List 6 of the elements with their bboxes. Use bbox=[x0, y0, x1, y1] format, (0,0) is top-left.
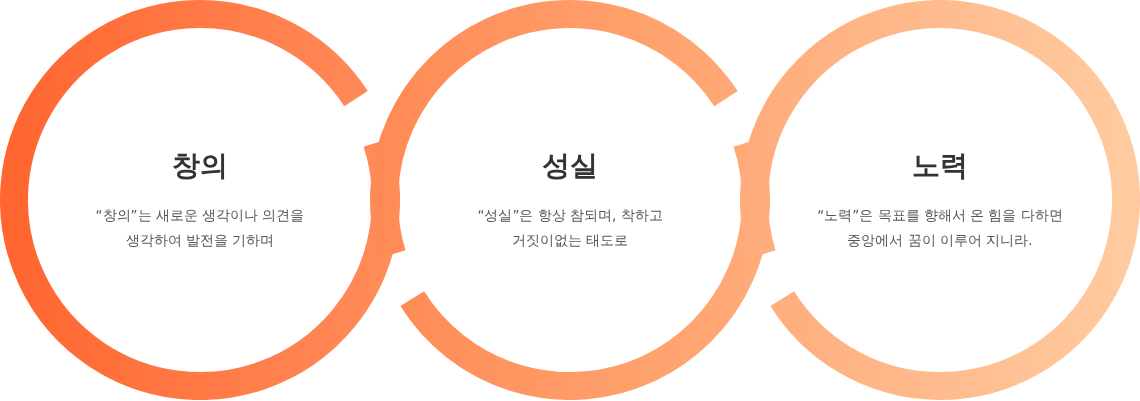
ring-title: 노력 bbox=[911, 148, 969, 184]
ring-description: “성실”은 항상 참되며, 착하고 거짓이없는 태도로 bbox=[476, 206, 664, 250]
ring-title: 성실 bbox=[541, 148, 599, 184]
ring-description: “노력”은 목표를 향해서 온 힘을 다하면 중앙에서 꿈이 이루어 지니라. bbox=[816, 206, 1064, 250]
ring-title: 창의 bbox=[171, 148, 229, 184]
ring-description: “창의”는 새로운 생각이나 의견을 생각하여 발전을 기하며 bbox=[94, 206, 306, 250]
